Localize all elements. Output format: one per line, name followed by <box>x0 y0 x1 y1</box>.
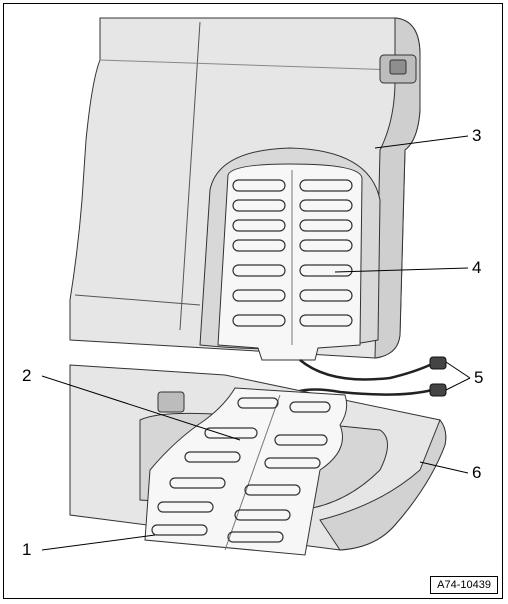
backrest-heating-loop <box>232 264 286 277</box>
backrest-seam-top <box>99 59 396 71</box>
backrest-heating-loop <box>299 289 353 302</box>
backrest-heating-loop <box>232 219 286 232</box>
leader-line-2 <box>41 375 241 441</box>
backrest-heating-element <box>217 163 363 361</box>
leader-line-5a <box>445 361 471 379</box>
cushion-heating-loop <box>184 451 241 463</box>
backrest-heating-loop <box>232 199 286 212</box>
seat-belt-buckle-opening <box>157 391 185 413</box>
backrest-heating-loop <box>299 239 353 252</box>
leader-line-3 <box>374 135 469 149</box>
backrest-side-shade <box>374 17 421 359</box>
backrest-heater-cable <box>299 359 433 381</box>
leader-line-5b <box>445 377 471 391</box>
backrest-heating-loop <box>299 199 353 212</box>
connector-upper <box>429 356 447 370</box>
callout-3: 3 <box>472 126 482 145</box>
cushion-heating-loop <box>169 477 226 489</box>
callout-1: 1 <box>22 540 32 559</box>
backrest-heating-loop <box>232 239 286 252</box>
backrest-heating-loop <box>299 314 353 327</box>
callout-6: 6 <box>472 463 482 482</box>
backrest-heating-loop <box>232 179 286 192</box>
backrest-heating-loop <box>232 314 286 327</box>
cushion-mat-center-line <box>224 394 281 551</box>
cushion-heating-loop <box>227 531 284 543</box>
backrest-seam-bottom <box>74 294 201 306</box>
cushion-heating-mat <box>144 387 348 556</box>
backrest-heating-loop <box>299 219 353 232</box>
backrest-heating-loop <box>232 289 286 302</box>
figure-id-label: A74-10439 <box>430 576 498 594</box>
cushion-heating-element <box>144 387 348 556</box>
cushion-heating-loop <box>157 501 214 513</box>
connector-lower <box>429 383 447 397</box>
callout-4: 4 <box>472 258 482 277</box>
callout-5: 5 <box>474 368 484 387</box>
figure-frame <box>3 3 503 599</box>
backrest-seam-left <box>179 21 201 331</box>
leader-line-4 <box>334 267 469 273</box>
cushion-heating-loop <box>237 397 279 409</box>
headrest-guide-slot <box>389 59 407 75</box>
seat-cushion-front-shade <box>319 419 447 551</box>
cushion-heating-loop <box>264 457 321 469</box>
cushion-heating-loop <box>204 427 258 439</box>
callout-2: 2 <box>22 366 32 385</box>
backrest-heating-mat <box>217 163 363 361</box>
cushion-heating-loop <box>151 524 208 536</box>
cushion-heating-loop <box>244 484 301 496</box>
leader-line-1 <box>41 534 156 551</box>
leader-line-6 <box>419 461 469 474</box>
cushion-heating-loop <box>234 509 291 521</box>
cushion-heating-loop <box>274 434 328 446</box>
wiring <box>284 356 447 399</box>
backrest-heating-loop <box>299 264 353 277</box>
backrest-heating-loop <box>299 179 353 192</box>
cushion-heating-loop <box>289 401 331 413</box>
